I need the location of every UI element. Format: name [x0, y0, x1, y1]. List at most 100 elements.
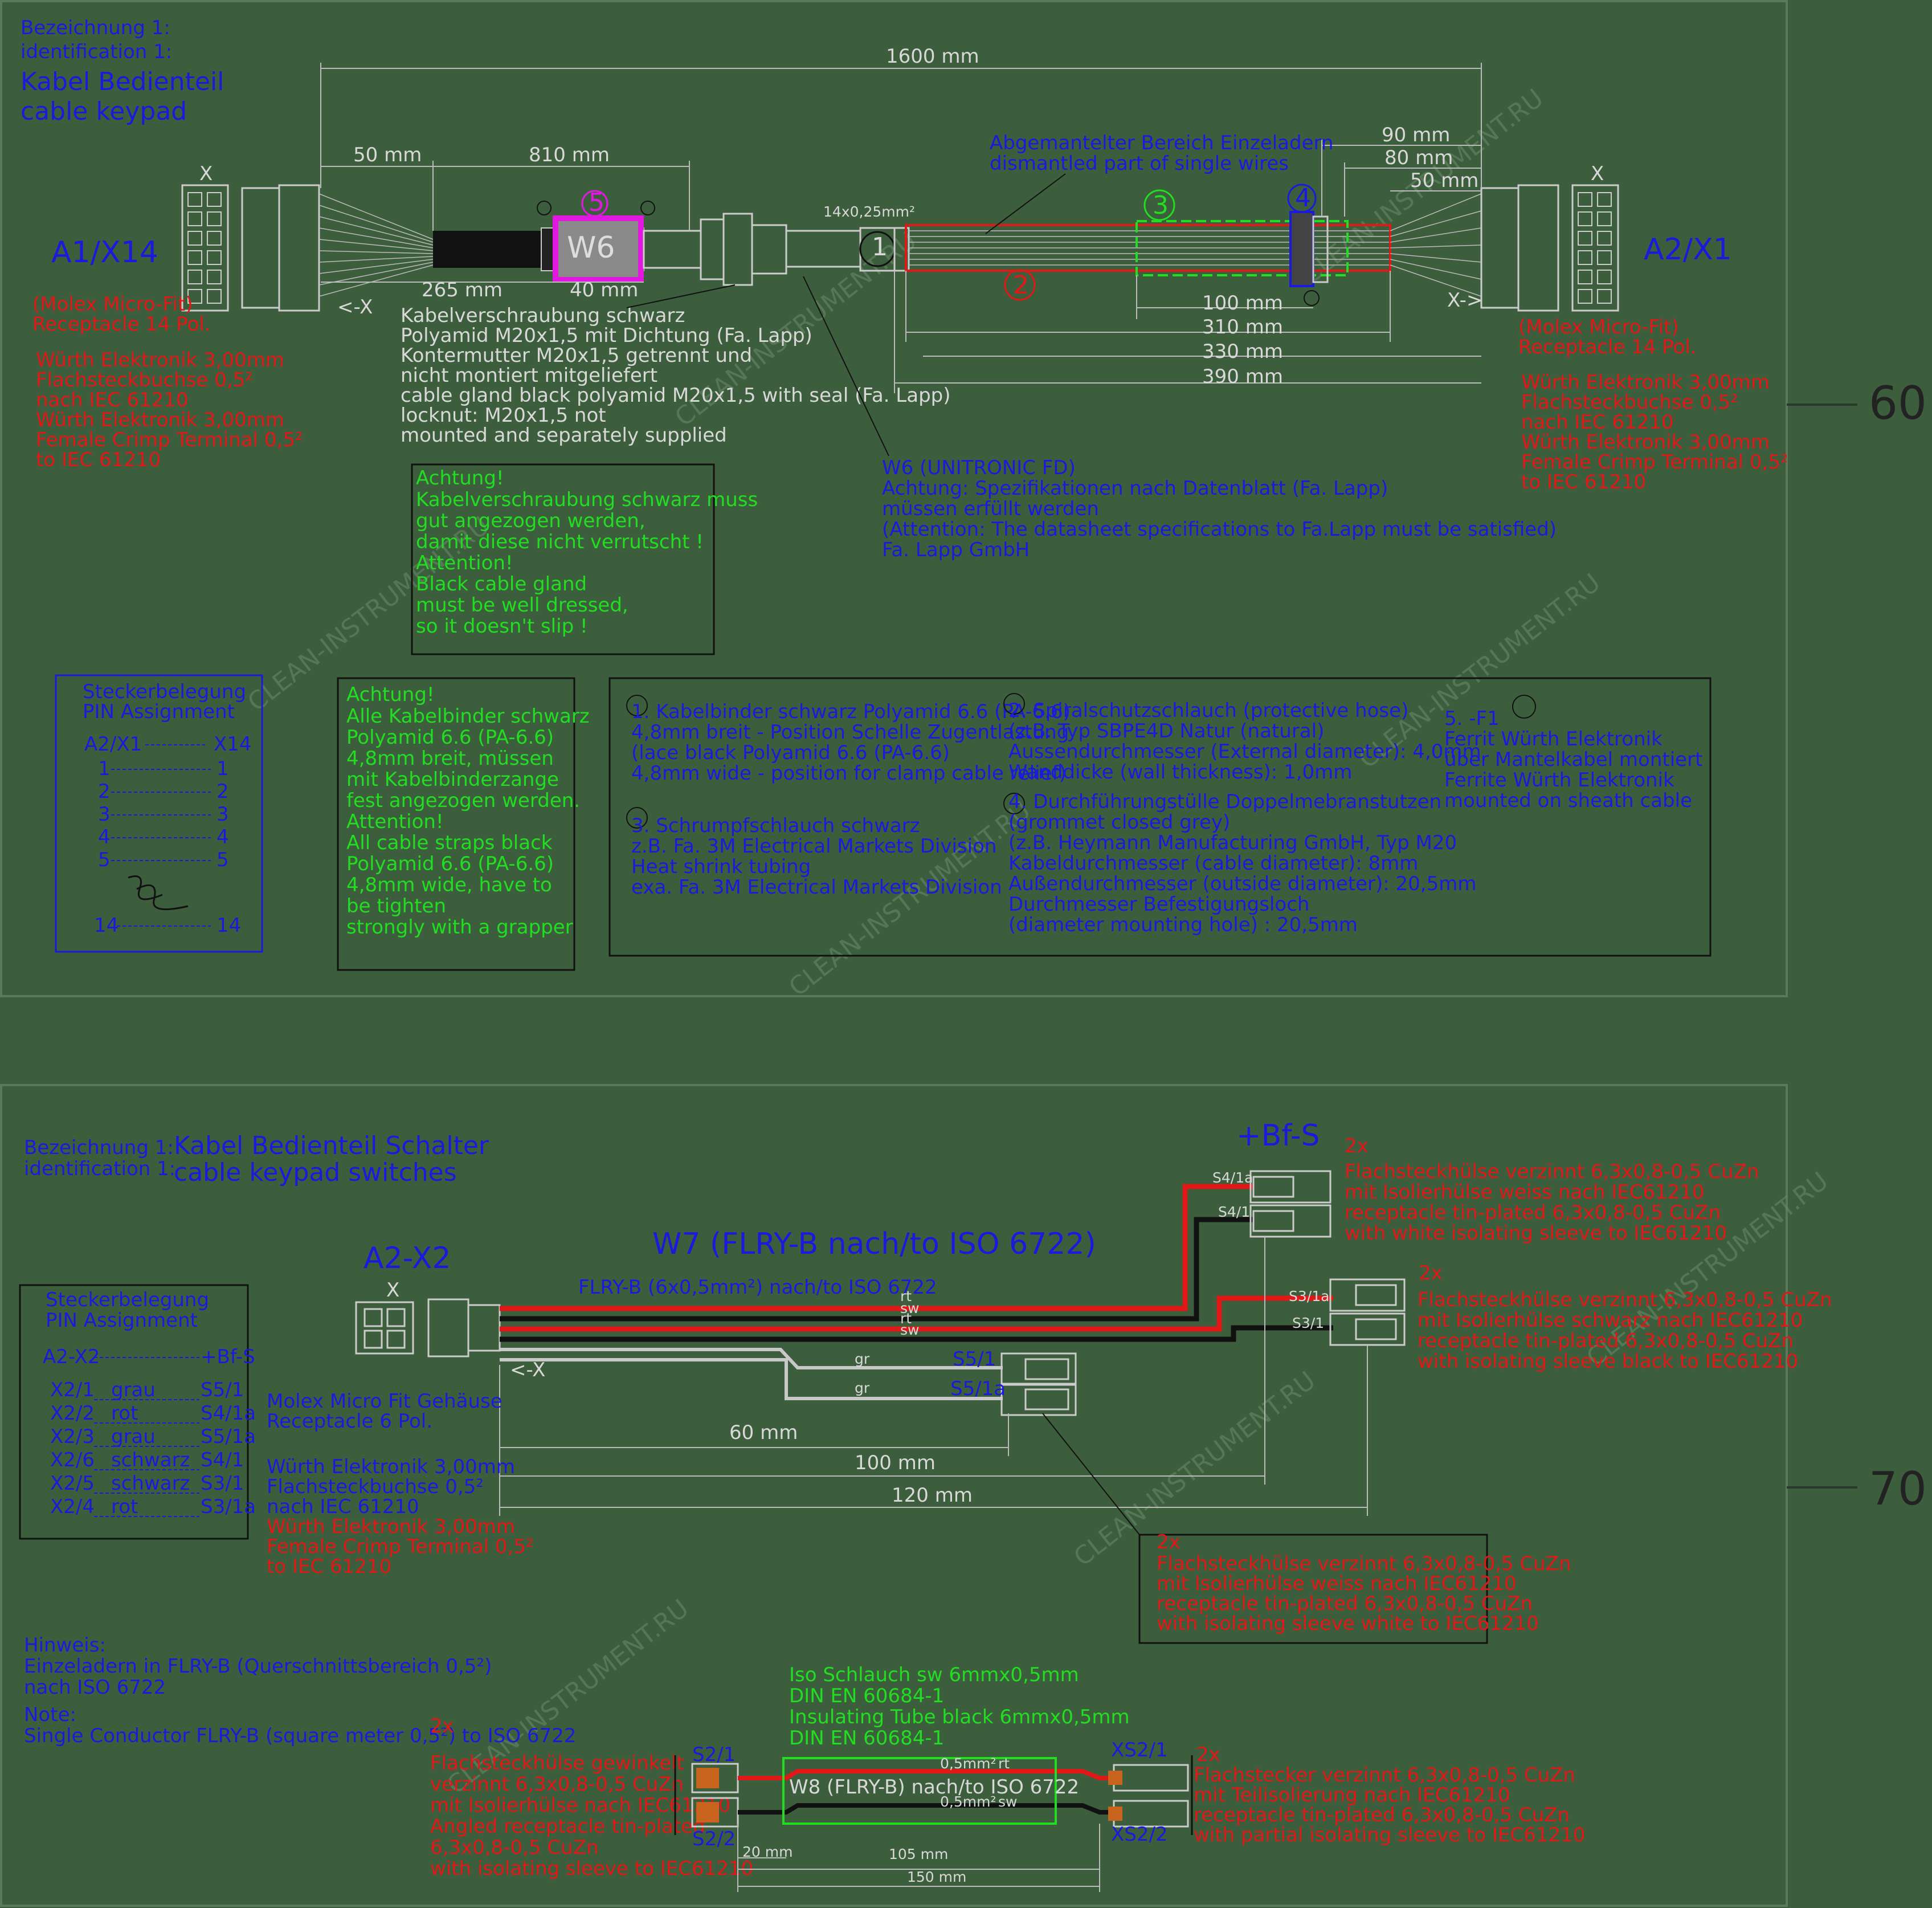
svg-text:Würth Elektronik 3,00mm: Würth Elektronik 3,00mm — [267, 1456, 515, 1478]
dim-80: 80 mm — [1384, 146, 1453, 169]
dim-1600: 1600 mm — [886, 45, 979, 68]
dim-20: 20 mm — [742, 1844, 793, 1860]
pin-cell: schwarz — [111, 1449, 190, 1471]
svg-text:with isolating sleeve to IEC61: with isolating sleeve to IEC61210 — [430, 1857, 753, 1880]
s1-arrow-left: <-X — [337, 296, 373, 319]
dim-50: 50 mm — [353, 144, 422, 166]
svg-text:Female Crimp Terminal 0,5²: Female Crimp Terminal 0,5² — [36, 429, 303, 451]
svg-text:fest angezogen werden.: fest angezogen werden. — [346, 789, 580, 812]
svg-text:exa. Fa. 3M Electrical Markets: exa. Fa. 3M Electrical Markets Division — [631, 876, 1002, 899]
svg-text:CLEAN-INSTRUMENT.RU: CLEAN-INSTRUMENT.RU — [1068, 1366, 1321, 1572]
svg-text:4: 4 — [217, 826, 229, 849]
pin-cell: rot — [111, 1402, 138, 1425]
plug-note: Flachstecker verzinnt 6,3x0,8-0,5 CuZn m… — [1194, 1764, 1585, 1846]
s2-arrow: <-X — [510, 1359, 545, 1381]
gland-note: Kabelverschraubung schwarz Polyamid M20x… — [401, 304, 951, 447]
svg-text:Attention!: Attention! — [346, 810, 444, 833]
svg-text:Kontermutter M20x1,5 getrennt: Kontermutter M20x1,5 getrennt und — [401, 344, 752, 367]
pin-cell: S4/1 — [201, 1449, 244, 1471]
svg-text:2. Spiralschutzschlauch (prote: 2. Spiralschutzschlauch (protective hose… — [1008, 699, 1408, 722]
svg-text:locknut: M20x1,5 not: locknut: M20x1,5 not — [401, 404, 606, 427]
svg-text:S4/1: S4/1 — [1218, 1204, 1250, 1220]
term-black-note: Flachsteckhülse verzinnt 6,3x0,8-0,5 CuZ… — [1418, 1289, 1832, 1373]
svg-text:sw: sw — [900, 1300, 919, 1316]
svg-text:Flachstecker verzinnt 6,3x0,8-: Flachstecker verzinnt 6,3x0,8-0,5 CuZn — [1194, 1764, 1575, 1787]
s2-wurth: Würth Elektronik 3,00mm Flachsteckbuchse… — [267, 1456, 534, 1578]
svg-text:Kabelverschraubung schwarz mu: Kabelverschraubung schwarz muss — [416, 488, 758, 511]
pin-cell: grau — [111, 1379, 156, 1401]
svg-text:PIN Assignment: PIN Assignment — [46, 1309, 198, 1332]
svg-text:Black cable gland: Black cable gland — [416, 573, 587, 596]
svg-text:mit Teilisolierung nach IEC612: mit Teilisolierung nach IEC61210 — [1194, 1784, 1510, 1807]
svg-text:4,8mm wide - position for clam: 4,8mm wide - position for clamp cable re… — [631, 762, 1067, 785]
svg-text:(diameter mounting hole) : 20,: (diameter mounting hole) : 20,5mm — [1008, 914, 1358, 936]
dim-330: 330 mm — [1202, 340, 1283, 363]
svg-text:Würth Elektronik 3,00mm: Würth Elektronik 3,00mm — [36, 409, 284, 431]
dim-40: 40 mm — [570, 279, 638, 301]
term-tags: S4/1a S4/1 S3/1a S3/1 S5/1 S5/1a — [950, 1169, 1329, 1400]
s2-cable-title: W7 (FLRY-B nach/to ISO 6722) — [652, 1227, 1096, 1261]
pin-assignment: Steckerbelegung PIN Assignment A2/X1 X14… — [83, 680, 252, 937]
svg-text:verzinnt 6,3x0,8-0,5 CuZn: verzinnt 6,3x0,8-0,5 CuZn — [430, 1773, 684, 1796]
pin-assignment-box — [55, 674, 263, 953]
svg-text:Ferrite Würth Elektronik: Ferrite Würth Elektronik — [1444, 769, 1674, 792]
pin-cell: X2/3 — [50, 1425, 95, 1448]
svg-text:14: 14 — [94, 914, 119, 937]
pin-cell: S5/1a — [201, 1425, 256, 1448]
two-x-3: 2x — [1157, 1531, 1181, 1554]
s1-ident-de: Bezeichnung 1: — [21, 17, 170, 39]
svg-text:nicht montiert mitgeliefert: nicht montiert mitgeliefert — [401, 364, 657, 387]
two-x-4: 2x — [430, 1715, 454, 1738]
svg-text:Receptacle 6 Pol.: Receptacle 6 Pol. — [267, 1410, 432, 1433]
svg-text:2: 2 — [98, 780, 111, 803]
svg-text:Molex Micro Fit Gehäuse: Molex Micro Fit Gehäuse — [267, 1390, 503, 1413]
svg-text:with isolating sleeve white to: with isolating sleeve white to IEC61210 — [1157, 1612, 1539, 1635]
w8-wires — [738, 1769, 1114, 1815]
callout-5 — [581, 190, 608, 217]
term-white2-note: Flachsteckhülse verzinnt 6,3x0,8-0,5 CuZ… — [1157, 1552, 1571, 1635]
molex-left-2: Receptacle 14 Pol. — [32, 313, 211, 336]
fan-wires-right — [1390, 193, 1482, 297]
svg-text:Attention!: Attention! — [416, 552, 513, 574]
terminals-bf-s — [1000, 1170, 1406, 1416]
dim-150: 150 mm — [907, 1869, 966, 1885]
shrink-tube-left — [433, 231, 541, 268]
svg-text:4: 4 — [1295, 184, 1311, 213]
sheet1-frame — [0, 0, 1788, 997]
svg-text:(Attention: The datasheet spec: (Attention: The datasheet specifications… — [882, 518, 1557, 541]
xs2-1: XS2/1 — [1111, 1739, 1168, 1762]
pin-cell: X2/6 — [50, 1449, 95, 1471]
s1-conn-right: A2/X1 — [1644, 233, 1732, 267]
svg-text:3. Schrumpfschlauch schwarz: 3. Schrumpfschlauch schwarz — [631, 814, 920, 837]
s2-title-de: Kabel Bedienteil Schalter — [174, 1131, 489, 1160]
dim-50r: 50 mm — [1410, 169, 1478, 192]
svg-text:sw: sw — [900, 1322, 919, 1338]
svg-text:Flachsteckbuchse 0,5²: Flachsteckbuchse 0,5² — [36, 369, 253, 392]
molex-right-1: (Molex Micro-Fit) — [1518, 316, 1679, 339]
svg-text:1: 1 — [217, 757, 229, 780]
svg-text:1: 1 — [98, 757, 111, 780]
dim-60: 60 mm — [729, 1421, 798, 1444]
attention-gland: Achtung! Kabelverschraubung schwarz muss… — [416, 467, 758, 638]
svg-text:mit Isolierhülse weiss nach IE: mit Isolierhülse weiss nach IEC61210 — [1157, 1572, 1517, 1595]
svg-text:to IEC 61210: to IEC 61210 — [36, 449, 161, 471]
svg-text:Flachsteckhülse gewinkelt: Flachsteckhülse gewinkelt — [430, 1752, 684, 1775]
term-white-note: Flachsteckhülse verzinnt 6,3x0,8-0,5 CuZ… — [1345, 1160, 1759, 1245]
legend-box — [608, 677, 1712, 957]
svg-text:Steckerbelegung: Steckerbelegung — [83, 680, 246, 703]
svg-text:3: 3 — [217, 803, 229, 826]
w8-label: W8 (FLRY-B) nach/to ISO 6722 — [789, 1776, 1079, 1799]
svg-text:be tighten: be tighten — [346, 895, 446, 918]
dismantled-de: Abgemantelter Bereich Einzeladern — [990, 132, 1333, 154]
svg-text:Achtung!: Achtung! — [346, 683, 435, 706]
svg-text:gr: gr — [855, 1351, 870, 1367]
svg-text:rt: rt — [900, 1288, 912, 1304]
pin-cell: X2/1 — [50, 1379, 95, 1401]
svg-text:Flachsteckhülse verzinnt 6,3x0: Flachsteckhülse verzinnt 6,3x0,8-0,5 CuZ… — [1345, 1160, 1759, 1183]
pin-cell: grau — [111, 1425, 156, 1448]
s2-title-en: cable keypad switches — [174, 1158, 457, 1187]
dim-310: 310 mm — [1202, 316, 1283, 339]
svg-text:Flachsteckbuchse 0,5²: Flachsteckbuchse 0,5² — [267, 1475, 484, 1498]
svg-text:Würth Elektronik 3,00mm: Würth Elektronik 3,00mm — [36, 349, 284, 372]
